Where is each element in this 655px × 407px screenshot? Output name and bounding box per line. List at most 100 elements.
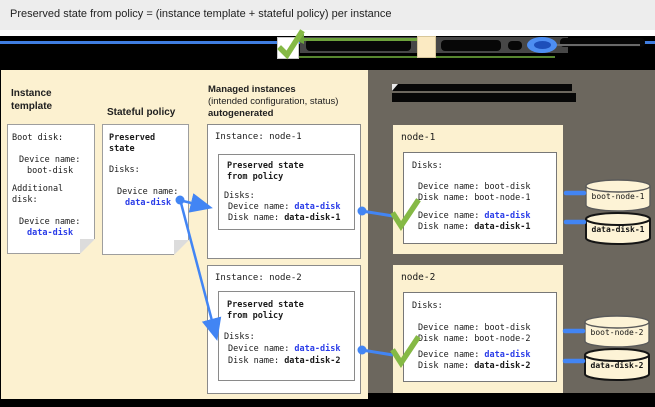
disk-cylinder-data-disk-1: data-disk-1 [585, 211, 651, 245]
disk-cylinder-boot-node-1: boot-node-1 [585, 178, 651, 212]
device-name-line: Device name: boot-disk [418, 323, 530, 333]
disks-label: Disks: [412, 161, 443, 171]
checkbox-icon [277, 37, 299, 59]
redacted-text-block [441, 40, 501, 51]
diagram-title: Preserved state from policy = (instance … [10, 8, 392, 20]
instance-template-doc: Boot disk: Device name: boot-disk Additi… [7, 124, 95, 254]
title-bar: Preserved state from policy = (instance … [0, 0, 655, 30]
disks-box: Disks: Device name: boot-disk Disk name: b… [403, 292, 557, 382]
managed-instances-heading: Managed instances (intended configuratio… [208, 84, 338, 120]
device-name-value: boot-disk [484, 182, 531, 192]
heading-line: autogenerated [208, 108, 274, 119]
disks-label: Disks: [224, 332, 255, 342]
disk-name-label: Disk name: [418, 193, 470, 203]
managed-instance-node-2: Instance: node-2 Preserved state from po… [207, 265, 361, 394]
device-name-value: data-disk [27, 228, 74, 238]
stateful-policy-heading: Stateful policy [107, 107, 176, 118]
instance-title: Instance: node-2 [215, 273, 302, 283]
device-name-line: Device name:data-disk [228, 344, 340, 354]
managed-instance-node-1: Instance: node-1 Preserved state from po… [207, 124, 361, 259]
device-name-label: Device name: [418, 182, 480, 192]
disk-name-value: data-disk-2 [474, 361, 531, 371]
preserved-state-title: Preserved state [109, 133, 156, 154]
stateful-policy-doc: Preserved state Disks: Device name: data… [102, 124, 189, 255]
disk-name-value: data-disk-1 [474, 222, 531, 232]
device-name-value: data-disk [484, 350, 531, 360]
heading-line: Managed instances [208, 84, 296, 95]
template-swatch-icon [417, 36, 436, 58]
disks-box: Disks: Device name: boot-disk Disk name: b… [403, 152, 557, 244]
disk-name-value: data-disk-2 [284, 356, 341, 366]
disk-name-line: Disk name: data-disk-1 [228, 213, 340, 223]
disk-name-line: Disk name: data-disk-1 [418, 222, 530, 232]
disk-label: boot-node-1 [591, 192, 645, 201]
redacted-text-block [306, 39, 411, 51]
additional-disk-label: Additional disk: [12, 184, 64, 205]
disk-cylinder-boot-node-2: boot-node-2 [584, 314, 650, 348]
device-name-label: Device name: [117, 187, 179, 197]
device-name-value: data-disk [484, 211, 531, 221]
instance-title: Instance: node-1 [215, 132, 302, 142]
disk-name-line: Disk name: boot-node-2 [418, 334, 530, 344]
node-name: node-1 [401, 132, 436, 143]
device-name-value: boot-disk [484, 323, 531, 333]
disk-name-line: Disk name: data-disk-2 [418, 361, 530, 371]
redacted-text-block [560, 38, 645, 47]
disk-name-label: Disk name: [418, 222, 470, 232]
disk-label: boot-node-2 [590, 328, 644, 337]
instance-template-heading: Instance template [11, 88, 53, 112]
cylinder-icon [585, 212, 651, 245]
redacted-text-block [508, 41, 522, 50]
heading-line: (intended configuration, status) [208, 96, 339, 107]
device-name-label: Device name: [19, 217, 81, 227]
divider [0, 30, 655, 36]
disk-name-line: Disk name: boot-node-1 [418, 193, 530, 203]
device-name-line: Device name: data-disk [418, 211, 530, 221]
device-name-label: Device name: [418, 350, 480, 360]
cylinder-icon [584, 315, 650, 348]
device-name-label: Device name: [228, 344, 290, 354]
disks-label: Disks: [224, 191, 255, 201]
disk-label: data-disk-1 [591, 225, 645, 234]
node-name: node-2 [401, 272, 436, 283]
mig-config-panel: Instance template Stateful policy Boot d… [1, 70, 368, 399]
device-name-label: Device name: [418, 211, 480, 221]
disk-name-value: boot-node-1 [474, 193, 531, 203]
device-name-label: Device name: [228, 202, 290, 212]
disks-label: Disks: [412, 301, 443, 311]
legend-connector-line [548, 44, 640, 46]
device-name-label: Device name: [19, 155, 81, 165]
green-arrow-line [302, 38, 418, 41]
device-name-line: Device name: boot-disk [418, 182, 530, 192]
vm-node-2: node-2 Disks: Device name: boot-disk Disk… [393, 265, 563, 393]
disk-label: data-disk-2 [590, 361, 644, 370]
vm-node-1: node-1 Disks: Device name: boot-disk Disk… [393, 125, 563, 254]
device-name-value: data-disk [294, 202, 341, 212]
preserved-state-title: Preserved state from policy [227, 161, 304, 182]
preserved-state-box: Preserved state from policy Disks: Devic… [218, 154, 355, 230]
disk-cylinder-data-disk-2: data-disk-2 [584, 347, 650, 381]
device-name-label: Device name: [418, 323, 480, 333]
disk-name-value: boot-node-2 [474, 334, 531, 344]
device-name-value: data-disk [125, 198, 172, 208]
disks-label: Disks: [109, 165, 140, 175]
cylinder-icon [584, 348, 650, 381]
device-name-line: Device name: data-disk [228, 202, 340, 212]
disk-ellipse-detail [534, 41, 551, 49]
redacted-heading-line [392, 93, 576, 102]
boot-disk-label: Boot disk: [12, 133, 64, 143]
disk-name-label: Disk name: [228, 213, 280, 223]
redacted-heading-line [392, 84, 572, 91]
device-name-line: Device name: data-disk [418, 350, 530, 360]
disk-name-label: Disk name: [418, 334, 470, 344]
redaction-notch [392, 84, 398, 91]
disk-name-label: Disk name: [418, 361, 470, 371]
disk-name-value: data-disk-1 [284, 213, 341, 223]
preserved-state-title: Preserved state from policy [227, 300, 304, 321]
cylinder-icon [585, 179, 651, 212]
device-name-value: boot-disk [27, 166, 74, 176]
preserved-state-box: Preserved state from policy Disks: Devic… [218, 291, 355, 381]
disk-name-line: Disk name: data-disk-2 [228, 356, 340, 366]
disk-name-label: Disk name: [228, 356, 280, 366]
